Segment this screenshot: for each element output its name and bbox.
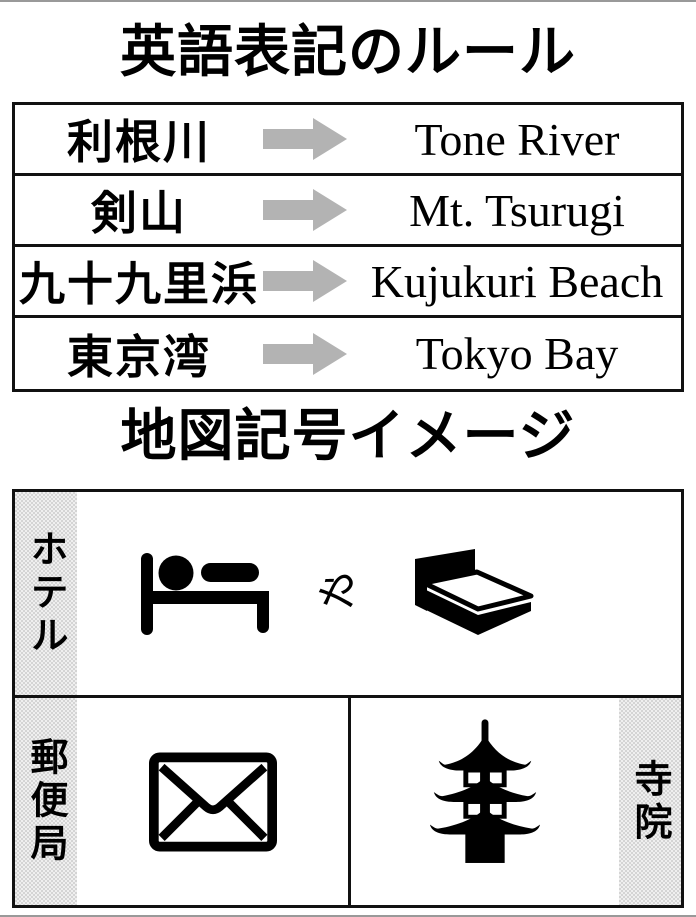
sleeping-person-icon — [141, 552, 269, 635]
japanese-name: 剣山 — [91, 186, 187, 240]
symbols-title: 地図記号イメージ — [120, 404, 576, 469]
post-office-cell: 郵便局 — [15, 698, 351, 905]
rules-table: 利根川 Tone River 剣山 Mt. Tsurugi 九十九里浜 Kuju… — [12, 102, 684, 392]
english-name: Tokyo Bay — [415, 328, 619, 379]
table-row: 利根川 Tone River — [15, 105, 681, 176]
hotel-content: や — [77, 492, 681, 695]
table-row: 東京湾 Tokyo Bay — [15, 318, 681, 389]
japanese-name: 利根川 — [67, 115, 211, 169]
japanese-name: 九十九里浜 — [19, 257, 259, 311]
temple-cell: 寺院 — [351, 698, 681, 905]
english-name: Tone River — [414, 113, 620, 165]
japanese-name: 東京湾 — [67, 329, 211, 384]
temple-content — [351, 698, 619, 905]
english-name: Kujukuri Beach — [370, 255, 664, 307]
bed-icon — [415, 548, 534, 635]
hotel-row: ホテル や — [15, 492, 681, 698]
table-row: 剣山 Mt. Tsurugi — [15, 176, 681, 247]
hotel-label-strip: ホテル — [15, 492, 77, 695]
pagoda-icon — [429, 718, 541, 863]
rules-title: 英語表記のルール — [120, 20, 576, 85]
post-office-content — [77, 698, 348, 905]
temple-label-strip: 寺院 — [619, 698, 681, 905]
post-office-label-strip: 郵便局 — [15, 698, 77, 905]
map-symbols-box: ホテル や — [12, 489, 684, 908]
english-name: Mt. Tsurugi — [409, 184, 625, 236]
temple-label: 寺院 — [628, 758, 672, 845]
post-office-label: 郵便局 — [24, 737, 68, 866]
right-arrow-icon — [263, 260, 353, 302]
table-row: 九十九里浜 Kujukuri Beach — [15, 247, 681, 318]
right-arrow-icon — [263, 189, 353, 231]
right-arrow-icon — [263, 332, 353, 375]
bottom-row: 郵便局 — [15, 698, 681, 905]
hotel-label: ホテル — [24, 529, 68, 658]
or-connector: や — [307, 559, 375, 627]
right-arrow-icon — [263, 118, 353, 160]
envelope-icon — [148, 752, 277, 851]
